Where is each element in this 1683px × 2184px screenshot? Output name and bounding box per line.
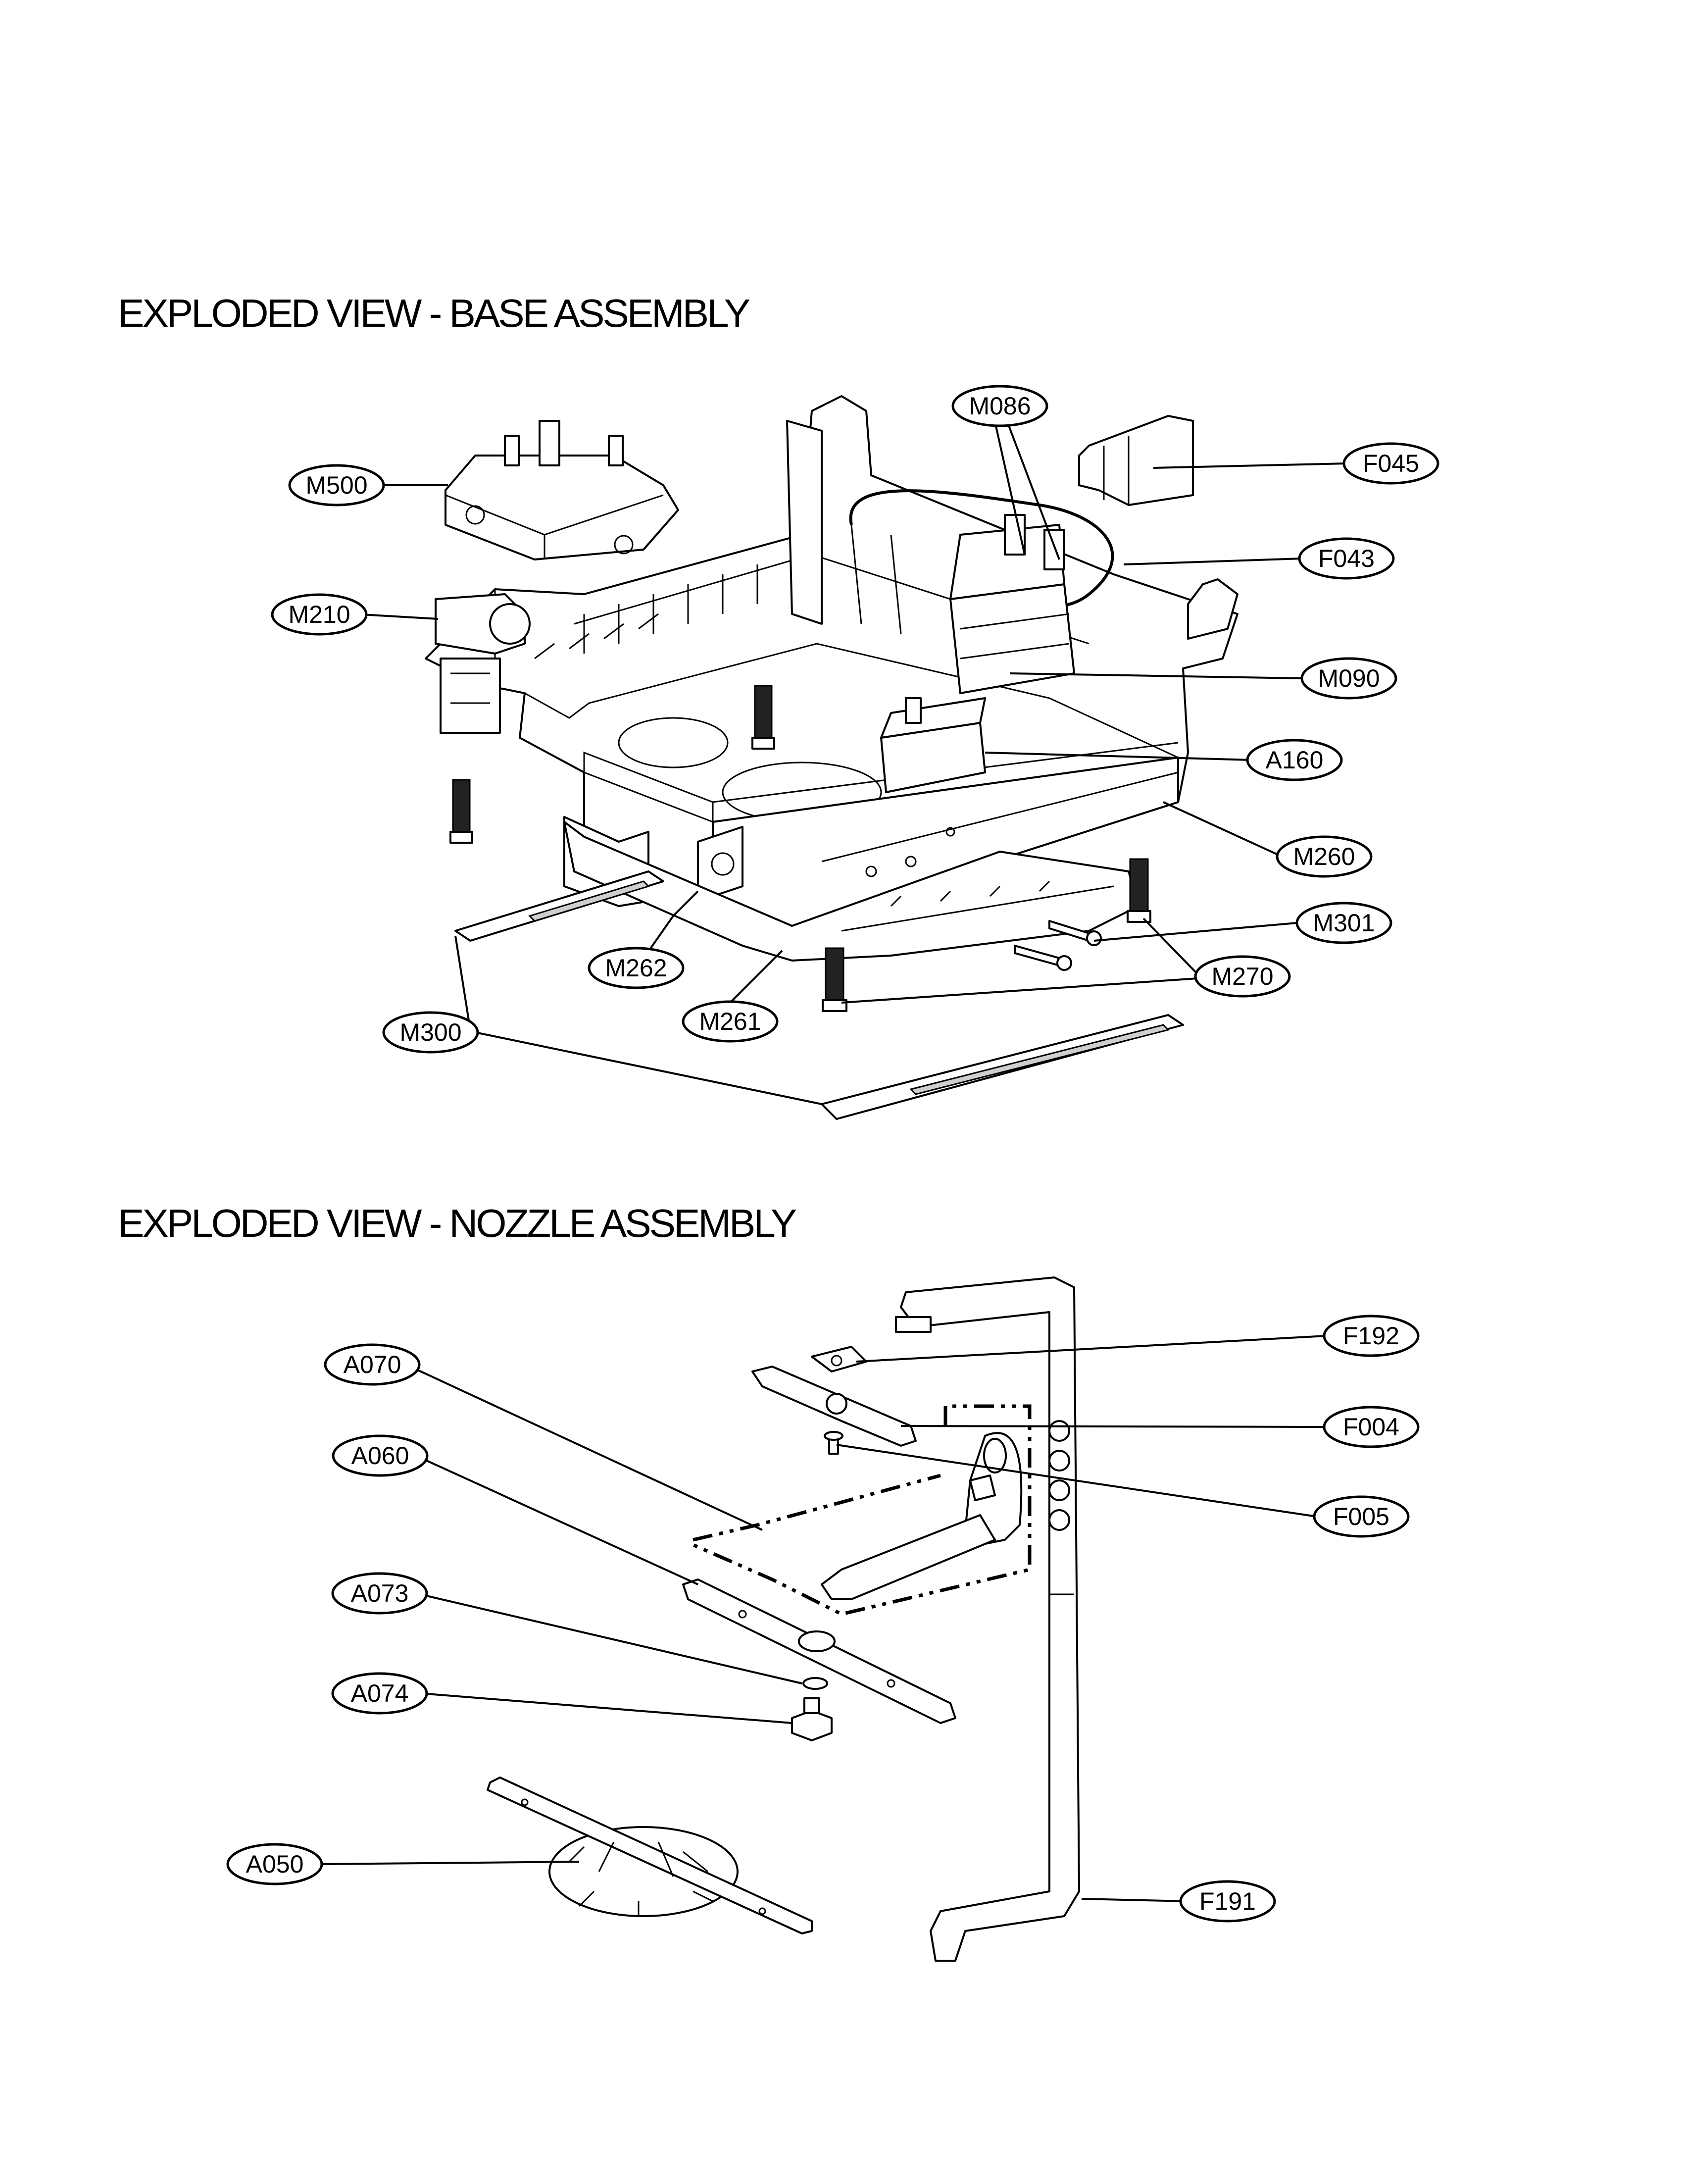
- callout-f192: F192: [1323, 1315, 1420, 1357]
- a160-part: [880, 697, 986, 793]
- a060-spray-arm: [682, 1578, 956, 1724]
- m210-part: [435, 593, 531, 734]
- svg-text:M090: M090: [1318, 664, 1380, 692]
- svg-text:A050: A050: [246, 1850, 304, 1878]
- svg-text:A070: A070: [344, 1351, 401, 1378]
- svg-text:A074: A074: [351, 1679, 409, 1707]
- callout-a070: A070: [324, 1343, 421, 1386]
- svg-text:A073: A073: [351, 1579, 409, 1607]
- m300-rails: [454, 870, 1184, 1120]
- svg-text:M260: M260: [1293, 843, 1355, 870]
- svg-text:M301: M301: [1313, 909, 1375, 937]
- svg-text:M261: M261: [699, 1008, 761, 1035]
- svg-text:F005: F005: [1333, 1503, 1389, 1530]
- a073-washer: [802, 1677, 828, 1690]
- svg-text:F043: F043: [1318, 545, 1375, 572]
- svg-text:M500: M500: [305, 471, 367, 499]
- base-frame-drawing: [425, 395, 1238, 962]
- svg-text:A060: A060: [351, 1442, 409, 1470]
- callout-m260: M260: [1276, 835, 1373, 878]
- callout-a074: A074: [331, 1672, 428, 1715]
- nozzle-assembly-title: EXPLODED VIEW - NOZZLE ASSEMBLY: [118, 1201, 796, 1245]
- callout-f004: F004: [1323, 1406, 1420, 1448]
- a050-lower-spray-arm: [487, 1777, 813, 1934]
- svg-text:F192: F192: [1343, 1322, 1399, 1350]
- callout-m210: M210: [271, 593, 368, 636]
- svg-text:F004: F004: [1343, 1413, 1399, 1441]
- callout-f005: F005: [1313, 1495, 1410, 1538]
- m500-part: [445, 420, 679, 560]
- callout-f045: F045: [1342, 442, 1439, 485]
- callout-m261: M261: [682, 1000, 779, 1043]
- svg-text:M086: M086: [969, 392, 1031, 420]
- callout-a050: A050: [226, 1843, 323, 1885]
- callout-m300: M300: [382, 1011, 479, 1054]
- svg-text:M270: M270: [1211, 963, 1273, 990]
- svg-text:M262: M262: [605, 954, 667, 982]
- rear-right-bracket: [1187, 578, 1238, 640]
- svg-text:M300: M300: [399, 1018, 461, 1046]
- f045-part: [1078, 415, 1194, 506]
- svg-text:F045: F045: [1363, 450, 1419, 477]
- callout-m090: M090: [1300, 657, 1397, 700]
- base-assembly-title: EXPLODED VIEW - BASE ASSEMBLY: [118, 291, 750, 335]
- f043-hose: [849, 489, 1114, 608]
- callout-a073: A073: [331, 1572, 428, 1615]
- a070-part: [821, 1432, 1023, 1600]
- svg-text:A160: A160: [1266, 746, 1324, 774]
- f191-pipe: [895, 1276, 1080, 1962]
- a074-nut: [791, 1697, 833, 1741]
- callout-m301: M301: [1295, 902, 1392, 944]
- callout-m262: M262: [588, 947, 685, 989]
- m090-part: [949, 514, 1075, 694]
- svg-text:F191: F191: [1199, 1887, 1256, 1915]
- leader-lines: [321, 421, 1347, 1902]
- m301-screws: [1014, 920, 1102, 971]
- callout-m086: M086: [951, 385, 1048, 427]
- f005-part: [824, 1431, 843, 1455]
- callout-a060: A060: [332, 1434, 429, 1477]
- upper-spray-arm: [751, 1366, 917, 1447]
- f192-part: [811, 1346, 867, 1372]
- callout-m500: M500: [288, 464, 385, 507]
- a070-dashdot-outline: [692, 1404, 1032, 1616]
- callout-a160: A160: [1246, 739, 1343, 781]
- callout-f043: F043: [1298, 537, 1395, 580]
- svg-text:M210: M210: [288, 601, 350, 628]
- callout-f191: F191: [1179, 1880, 1276, 1923]
- callout-m270: M270: [1194, 955, 1291, 998]
- m270-legs: [449, 685, 1151, 1012]
